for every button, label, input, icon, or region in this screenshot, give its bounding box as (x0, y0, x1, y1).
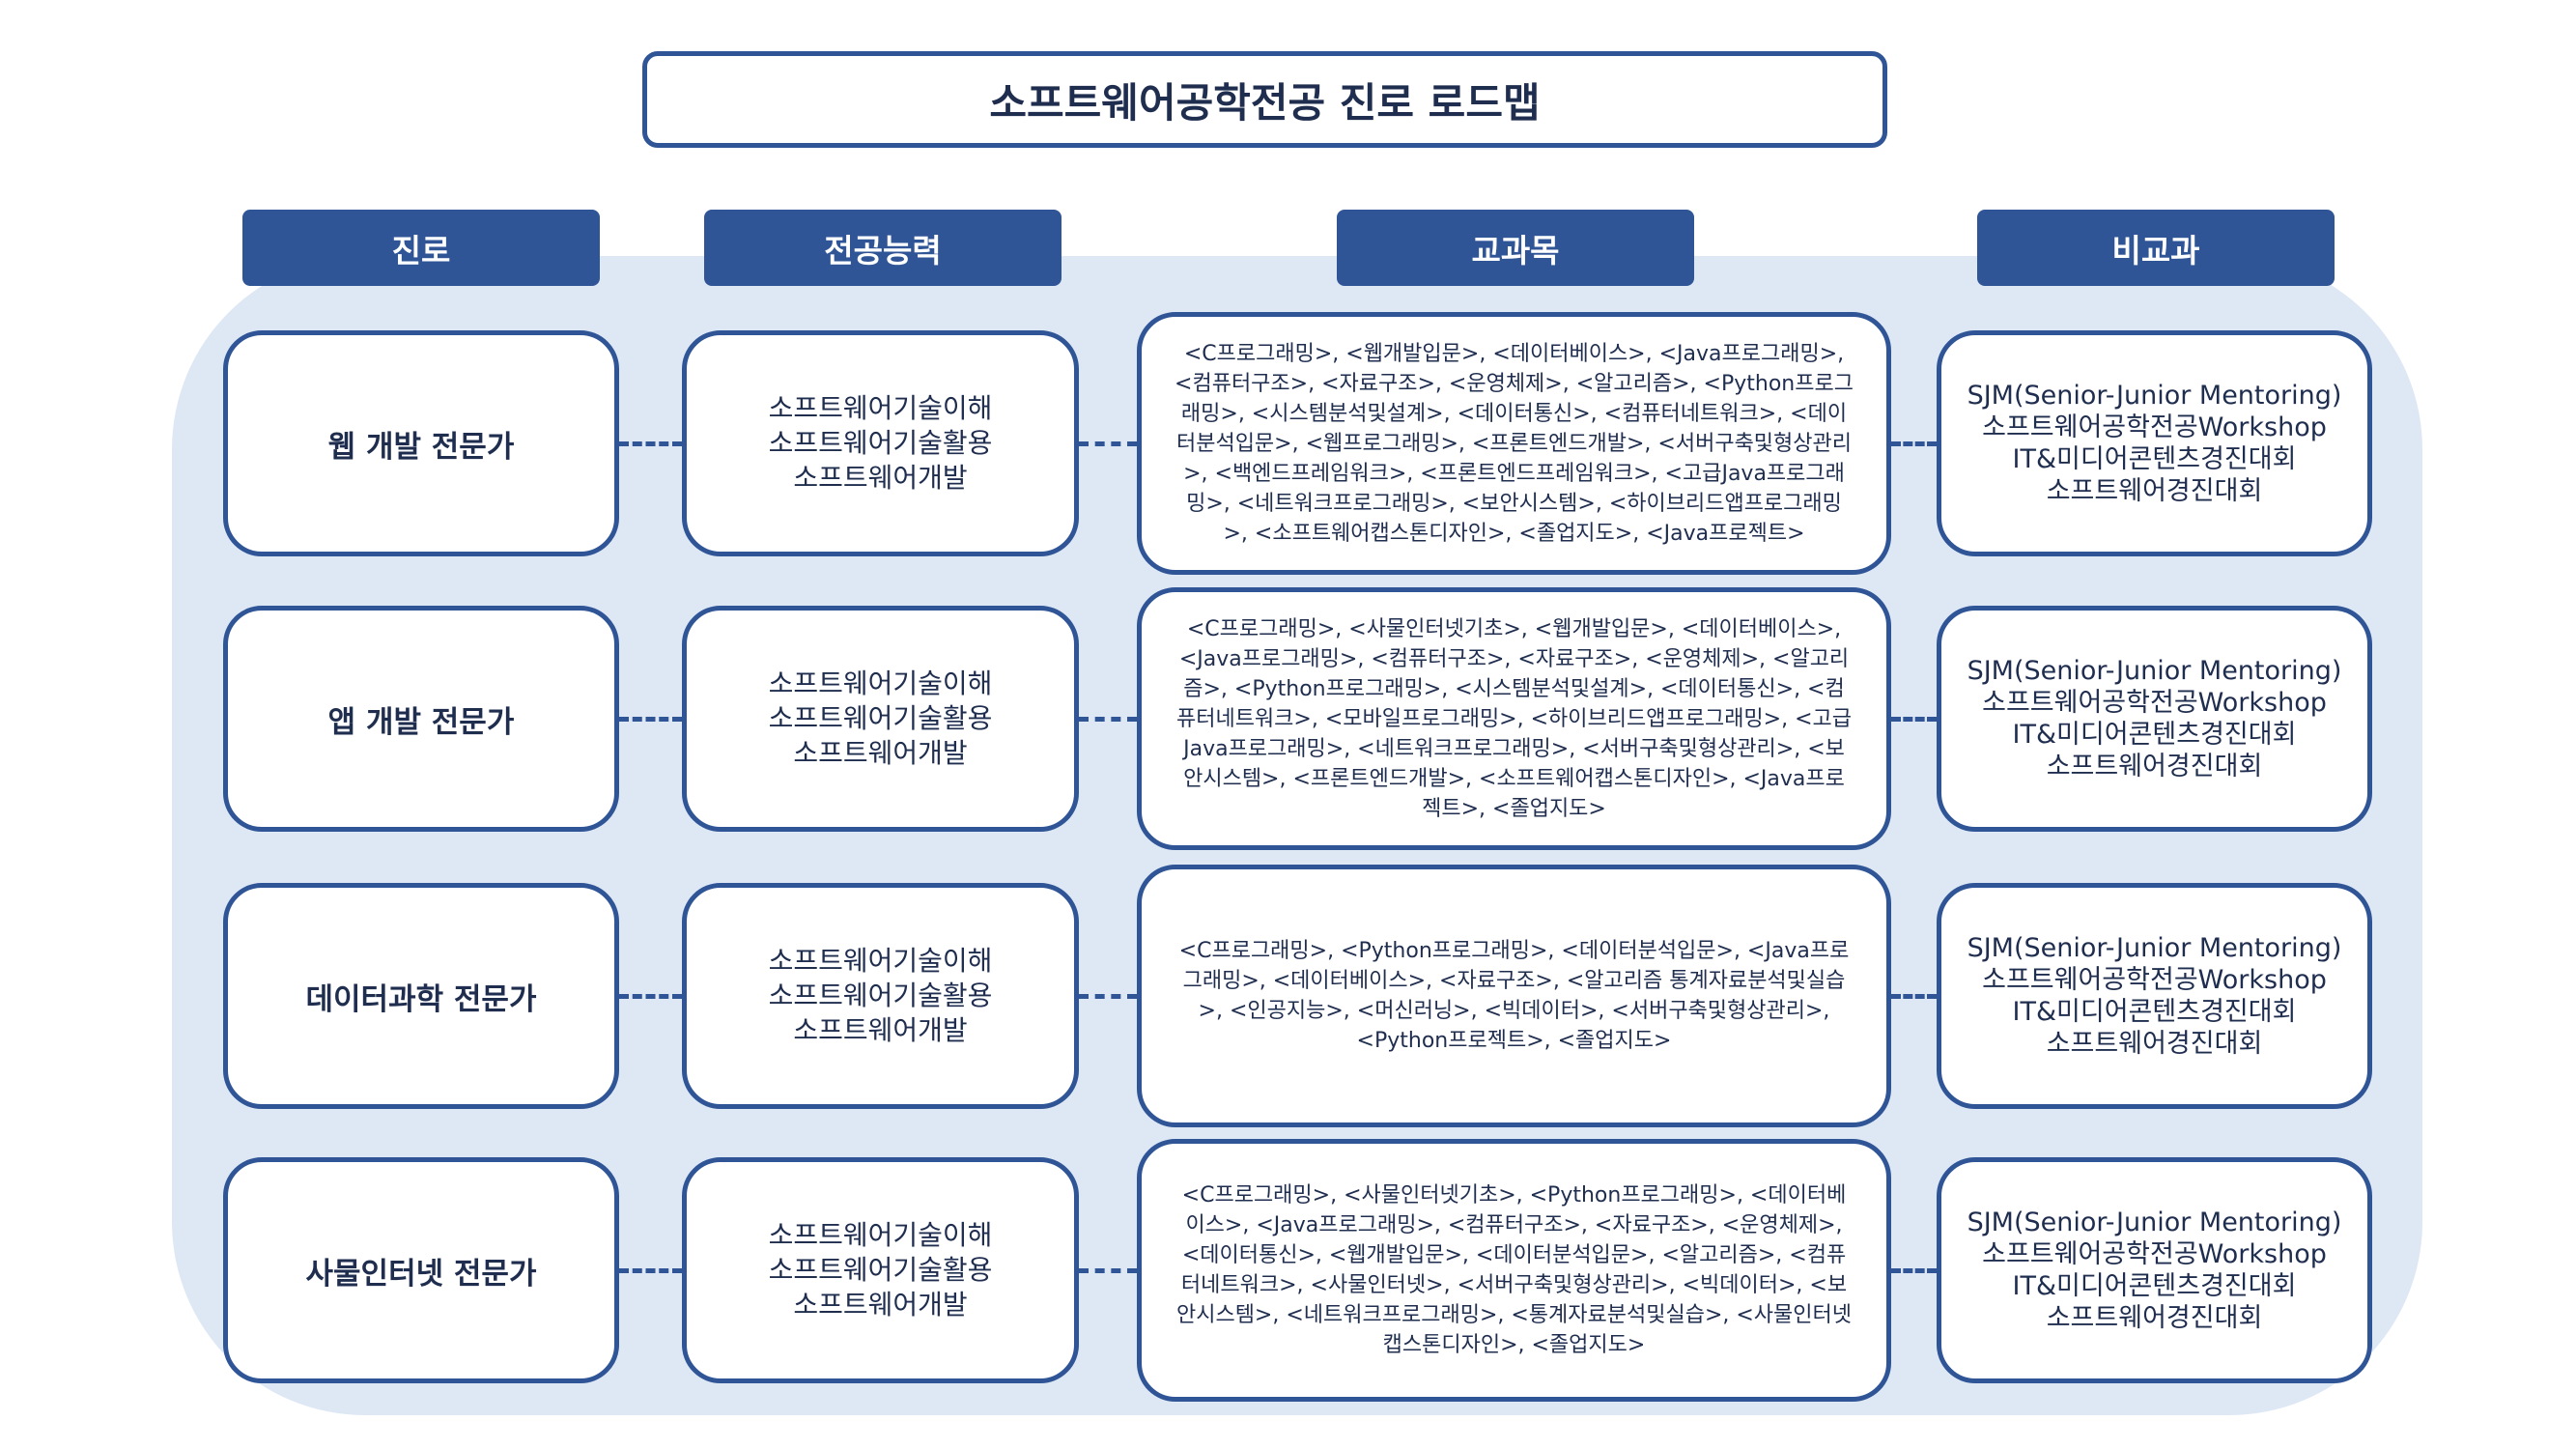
courses-text: <C프로그래밍>, <Python프로그래밍>, <데이터분석입문>, <Jav… (1178, 939, 1850, 1053)
extracurricular-item: IT&미디어콘텐츠경진대회 (2012, 1271, 2297, 1301)
competency-item: 소프트웨어개발 (793, 462, 968, 494)
dashed-connector (619, 994, 682, 999)
competency-item: 소프트웨어기술이해 (768, 945, 993, 977)
courses-box: <C프로그래밍>, <웹개발입문>, <데이터베이스>, <Java프로그래밍>… (1137, 312, 1891, 575)
courses-box: <C프로그래밍>, <사물인터넷기초>, <웹개발입문>, <데이터베이스>, … (1137, 587, 1891, 850)
header-courses: 교과목 (1337, 210, 1694, 286)
competency-item: 소프트웨어기술활용 (768, 702, 993, 734)
competency-item: 소프트웨어개발 (793, 1289, 968, 1321)
competency-item: 소프트웨어기술활용 (768, 980, 993, 1011)
dashed-connector (1079, 441, 1137, 446)
extracurricular-box: SJM(Senior-Junior Mentoring)소프트웨어공학전공Wor… (1937, 606, 2372, 832)
dashed-connector (619, 717, 682, 722)
extracurricular-box: SJM(Senior-Junior Mentoring)소프트웨어공학전공Wor… (1937, 330, 2372, 556)
extracurricular-item: IT&미디어콘텐츠경진대회 (2012, 444, 2297, 474)
dashed-connector (1079, 717, 1137, 722)
career-box: 데이터과학 전문가 (223, 883, 619, 1109)
competency-item: 소프트웨어개발 (793, 737, 968, 769)
career-label: 앱 개발 전문가 (327, 704, 515, 740)
extracurricular-item: 소프트웨어공학전공Workshop (1982, 688, 2327, 718)
extracurricular-item: 소프트웨어공학전공Workshop (1982, 965, 2327, 995)
extracurricular-item: IT&미디어콘텐츠경진대회 (2012, 720, 2297, 750)
competency-item: 소프트웨어기술이해 (768, 1219, 993, 1251)
competency-item: 소프트웨어기술활용 (768, 427, 993, 459)
career-box: 사물인터넷 전문가 (223, 1157, 619, 1383)
dashed-connector (1891, 717, 1937, 722)
extracurricular-item: 소프트웨어경진대회 (2046, 1029, 2263, 1059)
header-extracurricular: 비교과 (1977, 210, 2335, 286)
competency-item: 소프트웨어개발 (793, 1014, 968, 1046)
extracurricular-item: 소프트웨어공학전공Workshop (1982, 1239, 2327, 1269)
career-label: 데이터과학 전문가 (305, 981, 537, 1017)
extracurricular-item: 소프트웨어경진대회 (2046, 476, 2263, 506)
competency-item: 소프트웨어기술이해 (768, 668, 993, 699)
extracurricular-item: SJM(Senior-Junior Mentoring) (1967, 381, 2342, 411)
dashed-connector (619, 441, 682, 446)
extracurricular-item: SJM(Senior-Junior Mentoring) (1967, 1208, 2342, 1237)
extracurricular-item: SJM(Senior-Junior Mentoring) (1967, 933, 2342, 963)
dashed-connector (1079, 994, 1137, 999)
extracurricular-item: SJM(Senior-Junior Mentoring) (1967, 656, 2342, 686)
extracurricular-box: SJM(Senior-Junior Mentoring)소프트웨어공학전공Wor… (1937, 1157, 2372, 1383)
header-career: 진로 (242, 210, 600, 286)
extracurricular-box: SJM(Senior-Junior Mentoring)소프트웨어공학전공Wor… (1937, 883, 2372, 1109)
extracurricular-item: 소프트웨어공학전공Workshop (1982, 412, 2327, 442)
competency-item: 소프트웨어기술활용 (768, 1254, 993, 1286)
extracurricular-item: 소프트웨어경진대회 (2046, 752, 2263, 781)
courses-text: <C프로그래밍>, <웹개발입문>, <데이터베이스>, <Java프로그래밍>… (1175, 341, 1854, 546)
extracurricular-item: 소프트웨어경진대회 (2046, 1303, 2263, 1333)
competency-item: 소프트웨어기술이해 (768, 392, 993, 424)
header-competency: 전공능력 (704, 210, 1062, 286)
dashed-connector (1891, 994, 1937, 999)
dashed-connector (1891, 441, 1937, 446)
dashed-connector (1079, 1268, 1137, 1273)
courses-box: <C프로그래밍>, <Python프로그래밍>, <데이터분석입문>, <Jav… (1137, 865, 1891, 1127)
courses-box: <C프로그래밍>, <사물인터넷기초>, <Python프로그래밍>, <데이터… (1137, 1139, 1891, 1402)
career-box: 앱 개발 전문가 (223, 606, 619, 832)
courses-text: <C프로그래밍>, <사물인터넷기초>, <Python프로그래밍>, <데이터… (1175, 1183, 1853, 1357)
page-title: 소프트웨어공학전공 진로 로드맵 (642, 51, 1887, 148)
extracurricular-item: IT&미디어콘텐츠경진대회 (2012, 997, 2297, 1027)
career-box: 웹 개발 전문가 (223, 330, 619, 556)
courses-text: <C프로그래밍>, <사물인터넷기초>, <웹개발입문>, <데이터베이스>, … (1175, 616, 1853, 821)
dashed-connector (619, 1268, 682, 1273)
career-label: 사물인터넷 전문가 (305, 1256, 537, 1292)
dashed-connector (1891, 1268, 1937, 1273)
career-label: 웹 개발 전문가 (327, 429, 515, 465)
